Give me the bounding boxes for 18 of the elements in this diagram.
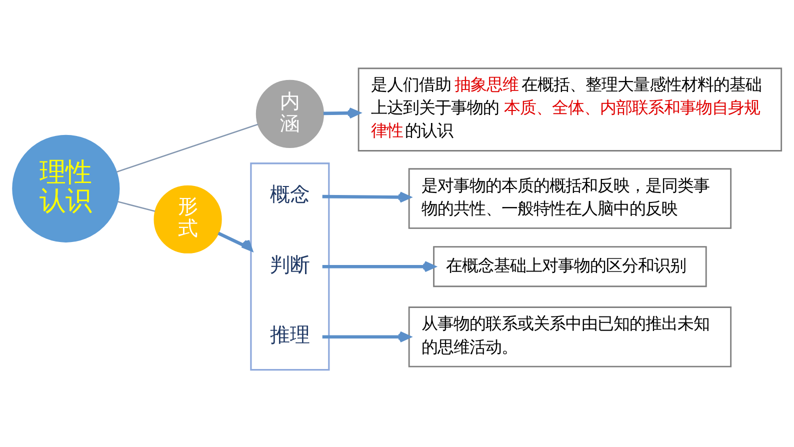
connector [116,124,258,173]
node-text: 判断 [270,254,310,276]
cluster [250,162,330,371]
arrow [218,232,253,252]
arrow [323,107,360,119]
node-box: 是人们借助抽象思维在概括、整理大量感性材料的基础上达到关于事物的本质、全体、内部联系和事物自身规律性的认识 [358,68,782,152]
node-circle: 内涵 [256,80,324,148]
node-box: 在概念基础上对事物的区分和识别 [433,246,707,288]
node-text: 概念 [270,184,310,206]
connector [118,201,156,212]
arrow [322,192,410,203]
node-circle: 理性认识 [12,134,120,242]
arrow [322,261,436,272]
node-box: 是对事物的本质的概括和反映，是同类事物的共性、一般特性在人脑中的反映 [408,168,732,229]
node-text: 推理 [270,324,310,347]
arrow [322,331,410,342]
node-circle: 形式 [154,185,222,254]
node-box: 从事物的联系或关系中由已知的推出未知的思维活动。 [408,306,732,368]
